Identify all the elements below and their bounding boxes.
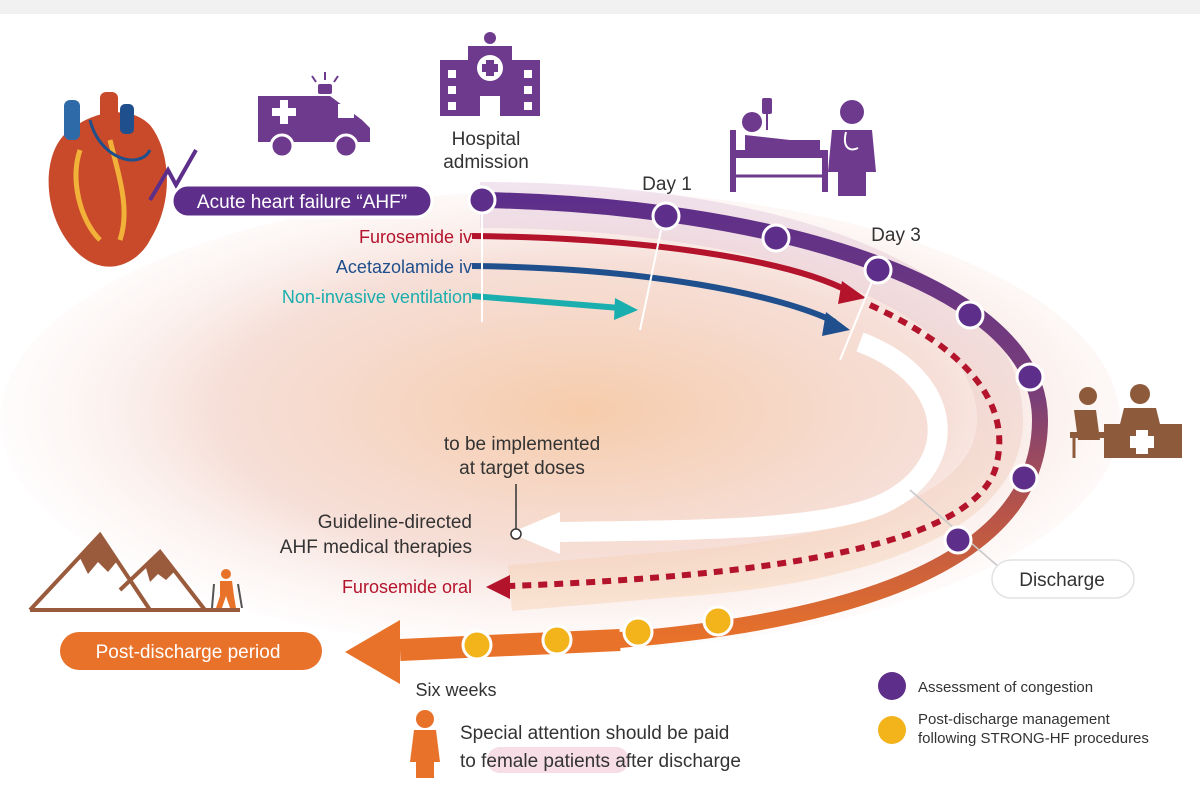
patient-bed-icon	[730, 98, 828, 192]
ambulance-icon	[258, 72, 370, 159]
hospital-admission-line2: admission	[443, 152, 529, 173]
discharge-pill	[991, 559, 1135, 599]
furosemide-oral-label: Furosemide oral	[342, 577, 472, 597]
legend-post-mgmt-line1: Post-discharge management	[918, 711, 1111, 728]
gdmt-line2: AHF medical therapies	[280, 537, 472, 558]
post-discharge-dot	[702, 605, 734, 637]
acetazolamide-iv-label: Acetazolamide iv	[336, 257, 472, 277]
assessment-dot	[863, 255, 893, 285]
discharge-label: Discharge	[1019, 570, 1105, 591]
post-discharge-dot	[622, 616, 654, 648]
assessment-dot	[955, 300, 985, 330]
assessment-dot	[761, 223, 791, 253]
hiker-icon	[211, 569, 243, 609]
acetazolamide-iv-line	[471, 263, 837, 325]
post-discharge-label: Post-discharge period	[96, 642, 281, 663]
post-discharge-dots	[461, 605, 734, 661]
post-discharge-pill	[60, 632, 322, 670]
furosemide-oral-arrowhead	[486, 575, 510, 599]
implement-line1: to be implemented	[444, 434, 600, 455]
note-line2-highlight: female patients	[481, 751, 610, 772]
implement-line2: at target doses	[459, 458, 585, 479]
post-discharge-arrow-head	[345, 620, 400, 684]
note-line2-prefix: to	[460, 751, 481, 772]
furosemide-oral-dotted-line	[509, 302, 1003, 589]
day1-label: Day 1	[642, 174, 692, 195]
ahf-label: Acute heart failure “AHF”	[197, 192, 407, 213]
legend-post-mgmt-line2: following STRONG-HF procedures	[918, 730, 1149, 747]
assessment-dot	[1009, 463, 1039, 493]
day3-tick	[839, 271, 877, 361]
gdmt-line1: Guideline-directed	[318, 512, 472, 533]
legend: Assessment of congestion Post-discharge …	[878, 672, 1149, 747]
hospital-icon	[440, 32, 540, 116]
ahf-pill	[170, 183, 434, 219]
note-line1: Special attention should be paid	[460, 723, 729, 744]
gdmt-arrow-head	[510, 512, 560, 554]
day1-tick	[639, 215, 665, 331]
assessment-dot	[651, 201, 681, 231]
niv-arrowhead	[614, 298, 638, 320]
day3-label: Day 3	[871, 225, 921, 246]
gdmt-arrow-shaft	[559, 332, 948, 542]
post-discharge-dot	[461, 629, 493, 661]
doctor-icon	[828, 100, 876, 196]
niv-label: Non-invasive ventilation	[282, 287, 472, 307]
legend-assessment-swatch	[878, 672, 906, 700]
legend-post-mgmt-swatch	[878, 716, 906, 744]
acetazolamide-iv-arrowhead	[822, 312, 850, 336]
six-weeks-label: Six weeks	[415, 680, 496, 700]
niv-line	[471, 293, 621, 311]
legend-assessment-label: Assessment of congestion	[918, 679, 1093, 696]
timeline-arc	[474, 192, 1049, 648]
post-discharge-dot	[541, 624, 573, 656]
consultation-icon	[1070, 384, 1182, 458]
female-patients-highlight	[487, 747, 629, 773]
assessment-dot	[943, 525, 973, 555]
female-patient-icon	[410, 710, 440, 778]
assessment-dot	[1015, 362, 1045, 392]
furosemide-iv-arrowhead	[838, 281, 866, 304]
note-line2-suffix: after discharge	[610, 751, 741, 772]
note-line2: to female patients after discharge	[460, 751, 741, 772]
hospital-admission-line1: Hospital	[452, 129, 521, 150]
mountains-icon	[28, 531, 240, 612]
post-discharge-arrow-shaft	[399, 629, 621, 661]
furosemide-iv-label: Furosemide iv	[359, 227, 472, 247]
implement-pointer-dot	[510, 528, 522, 540]
heart-icon	[48, 92, 198, 267]
top-border	[0, 0, 1200, 14]
furosemide-iv-line	[471, 233, 852, 295]
assessment-dots	[467, 185, 1045, 555]
assessment-dot	[467, 185, 497, 215]
